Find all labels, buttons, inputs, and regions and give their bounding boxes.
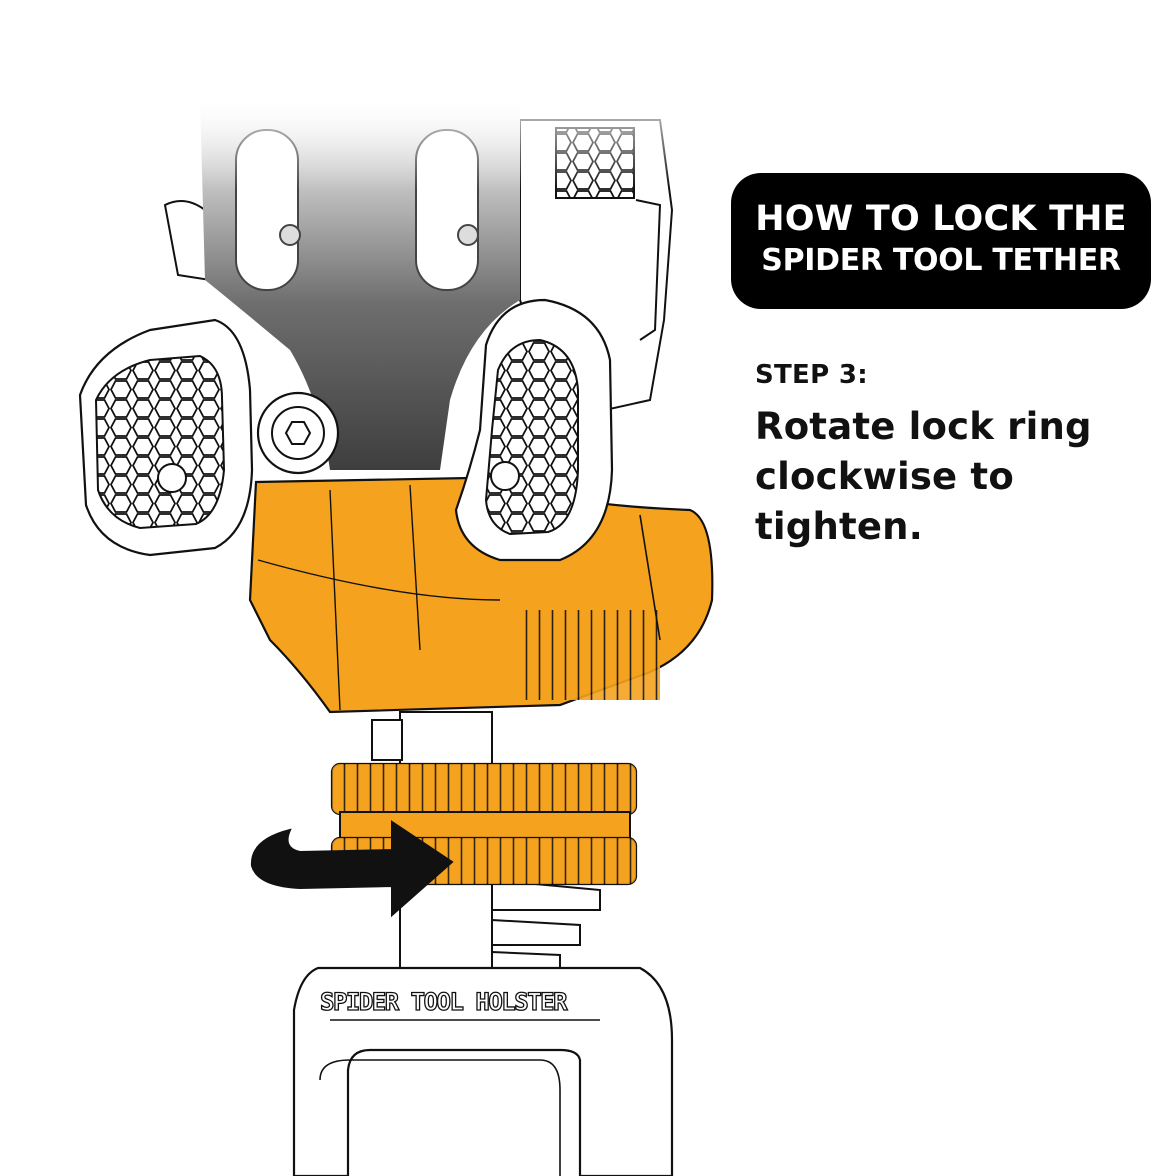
- step-label: STEP 3:: [755, 360, 868, 390]
- orange-mount-body: [248, 476, 714, 714]
- tool-holster: SPIDER TOOL HOLSTER: [292, 966, 674, 1176]
- right-grip-pad: [454, 298, 614, 562]
- rotation-arrow-icon: [250, 820, 454, 918]
- title-line-1: HOW TO LOCK THE: [755, 199, 1127, 239]
- left-grip-pad: [78, 200, 254, 557]
- step-instruction-line: tighten.: [755, 505, 923, 548]
- step-instruction-line: clockwise to: [755, 455, 1014, 498]
- title-line-2: SPIDER TOOL TETHER: [761, 243, 1121, 278]
- step-instruction-line: Rotate lock ring: [755, 405, 1092, 448]
- pivot-bolt: [256, 391, 340, 475]
- step-instruction: Rotate lock ring clockwise to tighten.: [755, 402, 1155, 552]
- holster-engraving: SPIDER TOOL HOLSTER: [320, 988, 568, 1016]
- tool-clip-plate: [180, 80, 700, 470]
- title-banner: HOW TO LOCK THE SPIDER TOOL TETHER: [731, 173, 1151, 309]
